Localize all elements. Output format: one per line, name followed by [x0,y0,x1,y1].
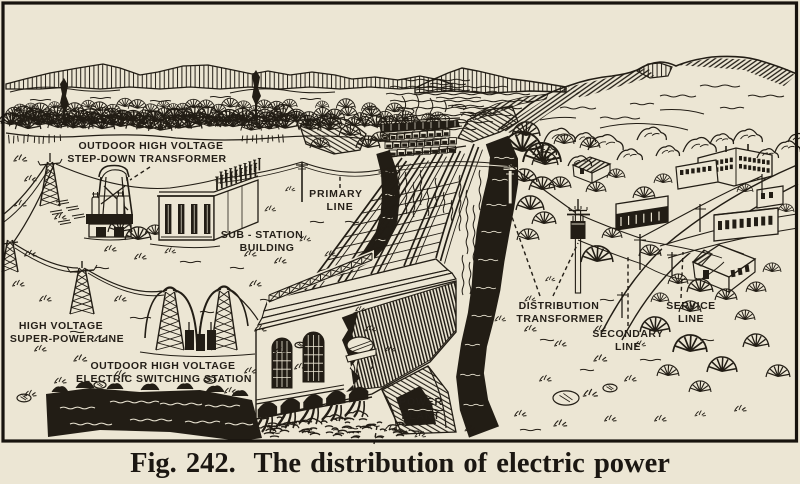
svg-text:PLANT: PLANT [402,410,441,422]
svg-text:DISTRIBUTION: DISTRIBUTION [519,300,600,312]
svg-text:POWER: POWER [399,396,443,408]
svg-text:STEP-DOWN TRANSFORMER: STEP-DOWN TRANSFORMER [67,153,226,165]
svg-text:LINE: LINE [615,341,641,353]
svg-text:OUTDOOR HIGH VOLTAGE: OUTDOOR HIGH VOLTAGE [91,360,236,372]
svg-text:OUTDOOR HIGH VOLTAGE: OUTDOOR HIGH VOLTAGE [79,140,224,152]
svg-text:LINE: LINE [326,201,353,213]
svg-text:BUILDING: BUILDING [240,242,295,254]
svg-text:SUPER-POWER LINE: SUPER-POWER LINE [10,333,124,345]
svg-text:TRANSFORMER: TRANSFORMER [516,313,603,325]
svg-text:SERVICE: SERVICE [666,300,715,312]
svg-text:Fig. 242. The distribution of: Fig. 242. The distribution of electric p… [130,448,670,479]
svg-text:ELECTRIC SWITCHING STATION: ELECTRIC SWITCHING STATION [76,373,252,385]
svg-text:LINE: LINE [678,313,704,325]
svg-text:PRIMARY: PRIMARY [309,188,363,200]
svg-text:HIGH VOLTAGE: HIGH VOLTAGE [19,320,103,332]
svg-text:SECONDARY: SECONDARY [592,328,663,340]
svg-text:SUB - STATION: SUB - STATION [221,229,304,241]
